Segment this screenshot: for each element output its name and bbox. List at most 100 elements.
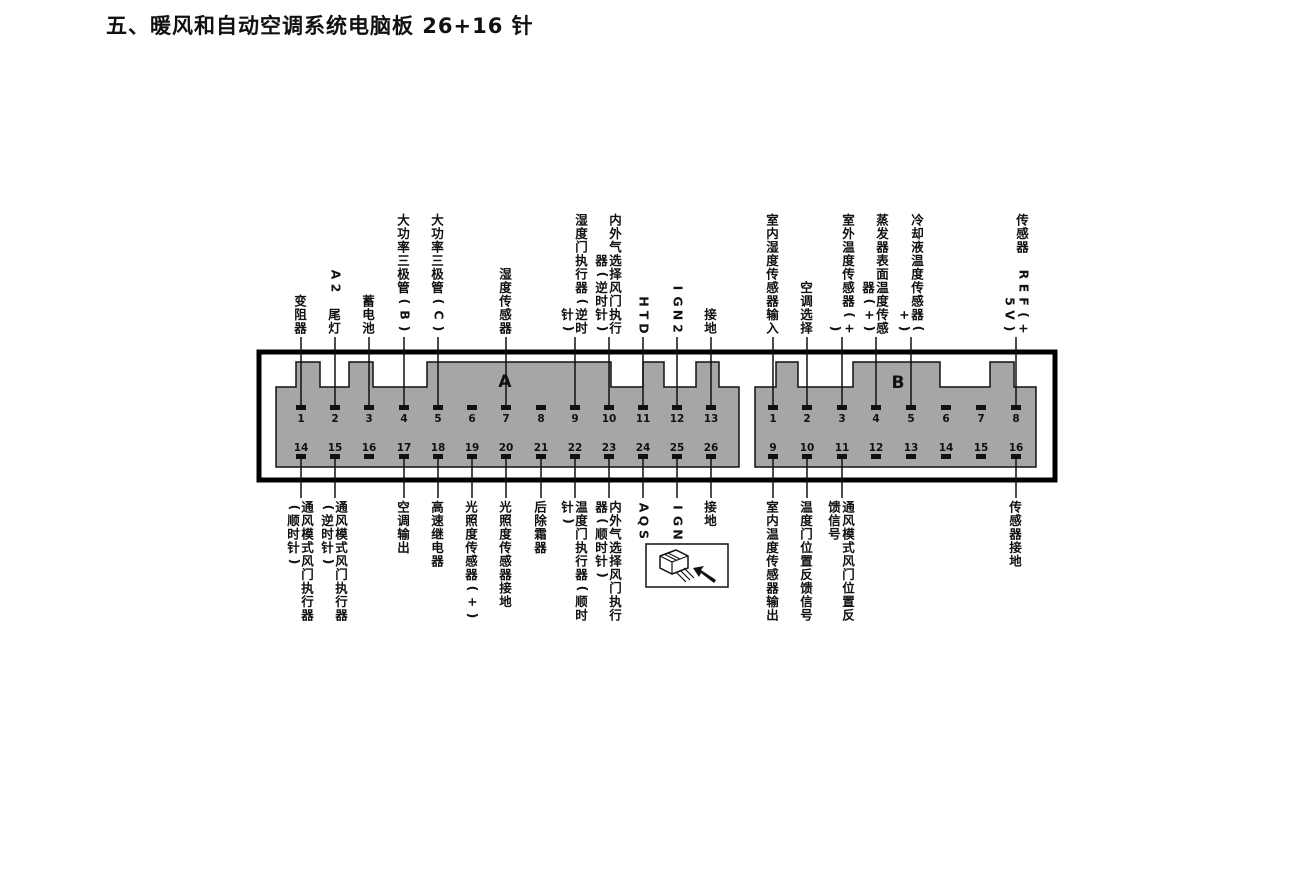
svg-text:(: ( (466, 586, 481, 593)
svg-text:门: 门 (609, 581, 623, 596)
svg-text:率: 率 (431, 240, 445, 255)
svg-text:入: 入 (766, 321, 780, 336)
svg-text:I: I (671, 505, 686, 511)
svg-text:器: 器 (910, 307, 925, 322)
svg-text:器: 器 (594, 500, 609, 515)
svg-text:G: G (671, 296, 686, 307)
svg-text:时: 时 (287, 527, 301, 542)
svg-text:E: E (1017, 284, 1032, 294)
connector-a-pin-8-top (536, 405, 546, 410)
svg-text:): ) (288, 559, 303, 566)
svg-text:除: 除 (534, 513, 548, 528)
svg-text:器: 器 (300, 608, 315, 623)
svg-text:(: ( (912, 326, 927, 333)
svg-text:G: G (671, 516, 686, 527)
svg-text:号: 号 (828, 527, 842, 542)
connector-b-pin-number: 8 (1012, 413, 1019, 425)
connector-b-pin-4-top (871, 405, 881, 410)
svg-text:风: 风 (335, 513, 349, 528)
svg-text:时: 时 (575, 608, 589, 623)
svg-text:尾: 尾 (328, 307, 342, 322)
svg-text:执: 执 (301, 581, 315, 596)
svg-text:输: 输 (766, 307, 780, 322)
svg-text:式: 式 (335, 540, 349, 555)
svg-text:针: 针 (561, 307, 575, 322)
svg-text:地: 地 (704, 513, 718, 528)
svg-text:器: 器 (841, 294, 856, 309)
svg-text:行: 行 (300, 594, 315, 609)
connector-a-pin-number: 16 (362, 442, 377, 454)
svg-text:内: 内 (766, 226, 780, 241)
svg-text:光: 光 (498, 500, 513, 515)
connector-a-pin-3-label: 蓄电池 (362, 294, 375, 336)
svg-text:): ) (466, 613, 481, 620)
svg-text:输: 输 (397, 527, 411, 542)
svg-text:): ) (398, 326, 413, 333)
svg-text:大: 大 (431, 213, 445, 228)
svg-text:): ) (863, 326, 878, 333)
connector-a-pin-2-top (330, 405, 340, 410)
connector-a-pin-number: 13 (704, 413, 719, 425)
svg-text:温: 温 (800, 500, 814, 515)
svg-text:液: 液 (911, 240, 925, 255)
connector-a-pin-number: 25 (670, 442, 685, 454)
connector-a-pin-13-top (706, 405, 716, 410)
svg-text:逆: 逆 (575, 307, 589, 322)
svg-text:度: 度 (499, 527, 513, 542)
connector-a-pin-number: 3 (365, 413, 372, 425)
svg-text:管: 管 (431, 280, 445, 295)
connector-a-pin-24-label: AQS (637, 503, 652, 540)
svg-text:蒸: 蒸 (876, 213, 890, 228)
svg-text:风: 风 (301, 513, 315, 528)
connector-a-pin-1-top (296, 405, 306, 410)
svg-text:空: 空 (800, 280, 814, 295)
svg-text:室: 室 (766, 213, 780, 228)
connector-b-pin-8-label: 传感器 REF(+5V) (1003, 213, 1032, 335)
svg-text:冷: 冷 (911, 213, 925, 228)
svg-text:阻: 阻 (294, 307, 308, 322)
svg-text:灯: 灯 (328, 321, 342, 336)
svg-text:感: 感 (465, 554, 479, 569)
svg-text:馈: 馈 (800, 581, 814, 596)
connector-a-pin-3-top (364, 405, 374, 410)
svg-text:行: 行 (608, 608, 623, 623)
connector-a-pin-12-top (672, 405, 682, 410)
connector-a-pin-number: 26 (704, 442, 719, 454)
svg-text:感: 感 (842, 280, 856, 295)
svg-text:门: 门 (301, 567, 315, 582)
svg-text:传: 传 (1008, 500, 1023, 515)
svg-text:速: 速 (431, 513, 445, 528)
svg-text:(: ( (863, 299, 878, 306)
svg-text:传: 传 (464, 540, 479, 555)
svg-text:度: 度 (911, 267, 925, 282)
svg-text:D: D (637, 323, 652, 334)
svg-text:感: 感 (766, 567, 780, 582)
svg-text:调: 调 (397, 513, 411, 528)
svg-text:顺: 顺 (575, 594, 589, 609)
svg-text:(: ( (843, 312, 858, 319)
svg-text:针: 针 (321, 540, 335, 555)
svg-text:器: 器 (574, 567, 589, 582)
svg-text:式: 式 (301, 540, 315, 555)
svg-text:接: 接 (499, 581, 513, 596)
svg-text:温: 温 (575, 500, 589, 515)
svg-text:(: ( (322, 505, 337, 512)
connector-b-pin-2-top (802, 405, 812, 410)
svg-text:三: 三 (431, 253, 445, 268)
svg-text:通: 通 (335, 500, 349, 515)
svg-text:(: ( (596, 518, 611, 525)
connector-a-pin-number: 12 (670, 413, 685, 425)
svg-text:门: 门 (575, 240, 589, 255)
svg-text:器: 器 (765, 294, 780, 309)
svg-text:度: 度 (800, 513, 814, 528)
svg-text:逆: 逆 (321, 513, 335, 528)
svg-text:置: 置 (842, 594, 856, 609)
svg-text:I: I (671, 286, 686, 292)
svg-text:内: 内 (609, 213, 623, 228)
svg-text:S: S (637, 530, 652, 540)
